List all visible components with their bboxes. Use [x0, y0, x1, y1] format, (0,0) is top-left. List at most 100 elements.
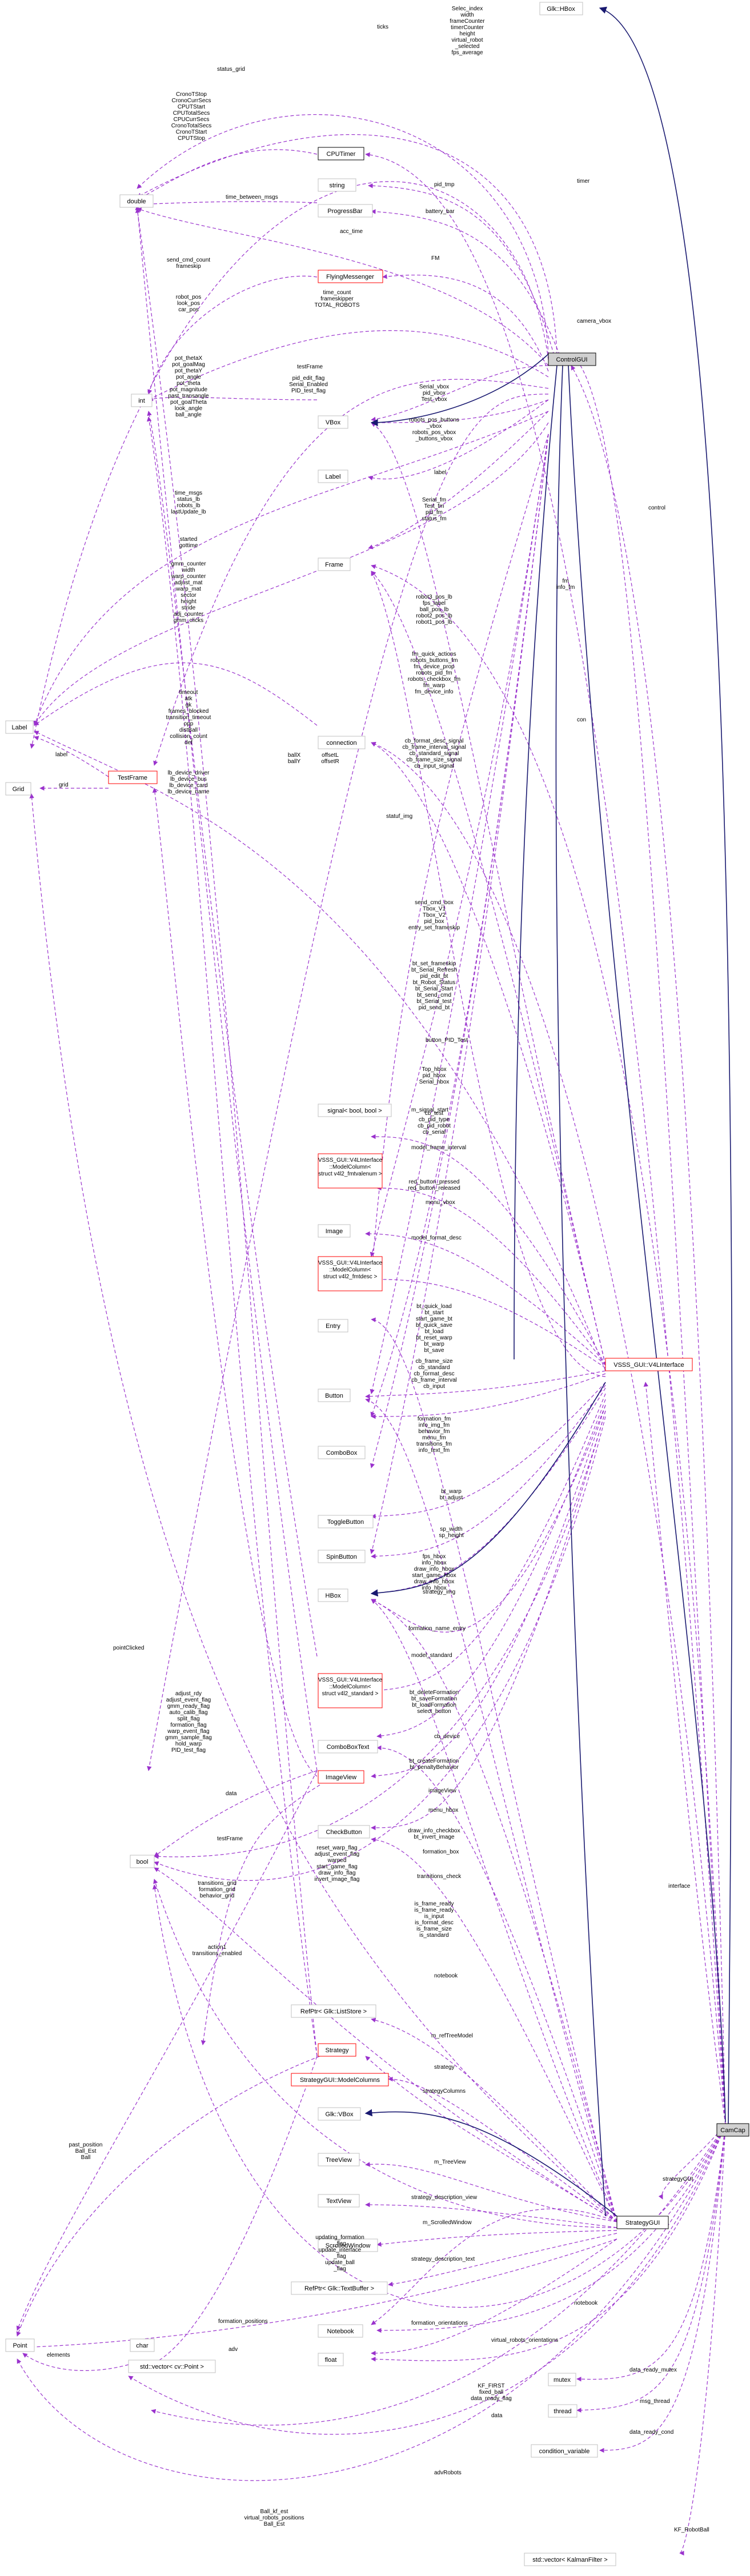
svg-text:int: int [138, 398, 145, 404]
node-refptr-textbuffer[interactable]: RefPtr< Glk::TextBuffer > [291, 2281, 388, 2295]
svg-text:connection: connection [326, 740, 356, 747]
label-status-grid: status_grid [217, 66, 245, 73]
label-formation-orient: formation_orientations [411, 2320, 468, 2326]
svg-text:TreeView: TreeView [326, 2157, 352, 2164]
node-bool[interactable]: bool [130, 1855, 155, 1868]
node-spinbutton[interactable]: SpinButton [318, 1550, 366, 1563]
edge-bt-create [376, 1745, 617, 2222]
label-m-scrolled: m_ScrolledWindow [423, 2220, 472, 2226]
node-connection[interactable]: connection [318, 736, 366, 749]
node-thread[interactable]: thread [548, 2404, 577, 2418]
edge-send-cmd [147, 275, 318, 395]
edge-robot-pos [148, 396, 318, 402]
node-signal[interactable]: signal< bool, bool > [318, 1104, 392, 1117]
node-point[interactable]: Point [5, 2338, 35, 2352]
edge-menu-vbox [371, 422, 606, 1366]
node-comboboxtext[interactable]: ComboBoxText [318, 1740, 378, 1754]
label-data-ready-cond: data_ready_cond [629, 2429, 673, 2435]
node-char[interactable]: char [130, 2338, 155, 2352]
label-testframe-a: testFrame [297, 364, 323, 370]
node-button[interactable]: Button [318, 1389, 351, 1402]
node-int[interactable]: int [131, 394, 153, 407]
edge-is-frame [154, 1416, 606, 1881]
edge-pid-edit [147, 394, 549, 1771]
node-vector-point[interactable]: std::vector< cv::Point > [128, 2360, 216, 2373]
svg-text:StrategyGUI: StrategyGUI [625, 2220, 660, 2226]
edge-transitions-check [371, 1837, 617, 2222]
svg-text:ControlGUI: ControlGUI [556, 356, 587, 363]
node-vsss-fmtdesc[interactable]: VSSS_GUI::V4LInterface::ModelColumn<stru… [318, 1256, 383, 1291]
node-entry[interactable]: Entry [318, 1319, 348, 1333]
svg-text:CPUTimer: CPUTimer [327, 151, 356, 158]
node-strategy-modelcolumns[interactable]: StrategyGUI::ModelColumns [291, 2073, 389, 2087]
node-checkbutton[interactable]: CheckButton [318, 1825, 370, 1839]
svg-text:bool: bool [137, 1859, 149, 1865]
edge-pid-tmp [368, 183, 555, 356]
node-hbox[interactable]: HBox [318, 1588, 348, 1602]
edge-ballx [135, 205, 318, 1771]
node-togglebutton[interactable]: ToggleButton [318, 1515, 374, 1528]
node-combobox[interactable]: ComboBox [318, 1446, 366, 1459]
node-cputimer[interactable]: CPUTimer [318, 147, 364, 161]
svg-text:RefPtr< Glk::TextBuffer >: RefPtr< Glk::TextBuffer > [304, 2285, 374, 2292]
node-frame[interactable]: Frame [318, 557, 351, 571]
node-flyingmessenger[interactable]: FlyingMessenger [318, 270, 383, 283]
svg-text:ToggleButton: ToggleButton [327, 1519, 364, 1526]
label-strategy-desc-text: strategy_description_text [411, 2256, 475, 2262]
edge-offset [135, 208, 318, 2057]
label-cb-device: cb_device [434, 1734, 460, 1740]
node-glk-hbox[interactable]: Glk::HBox [539, 2, 583, 15]
node-vsss-standard[interactable]: VSSS_GUI::V4LInterface::ModelColumn<stru… [318, 1673, 383, 1708]
node-string[interactable]: string [318, 178, 356, 192]
node-imageview[interactable]: ImageView [318, 1770, 364, 1784]
node-treeview[interactable]: TreeView [318, 2153, 360, 2166]
node-grid[interactable]: Grid [5, 782, 31, 796]
node-refptr-liststore[interactable]: RefPtr< Glk::ListStore > [291, 2004, 376, 2018]
svg-text:Point: Point [13, 2342, 27, 2349]
node-label-gtk[interactable]: Label [318, 470, 348, 483]
node-v4linterface[interactable]: VSSS_GUI::V4LInterface [605, 1358, 693, 1371]
node-scrolledwindow[interactable]: ScrolledWindow [318, 2238, 378, 2252]
svg-text:CamCap: CamCap [720, 2127, 745, 2134]
svg-text:VSSS_GUI::V4LInterface::ModelC: VSSS_GUI::V4LInterface::ModelColumn<stru… [318, 1677, 383, 1697]
node-camcap[interactable]: CamCap [716, 2123, 749, 2137]
label-con: con [577, 717, 586, 723]
node-double[interactable]: double [119, 194, 154, 208]
svg-text:TestFrame: TestFrame [118, 775, 147, 781]
label-menu-vbox: menu_vbox [426, 1199, 455, 1206]
node-textview[interactable]: TextView [318, 2194, 360, 2208]
edge-labels: ticks status_grid timer pid_tmp time_bet… [47, 6, 709, 2533]
node-vsss-fmtvalenum[interactable]: VSSS_GUI::V4LInterface::ModelColumn<stru… [318, 1153, 383, 1189]
edge-cb-format [371, 742, 606, 1366]
node-testframe[interactable]: TestFrame [108, 771, 158, 784]
node-strategygui[interactable]: StrategyGUI [616, 2216, 669, 2229]
node-condition-variable[interactable]: condition_variable [531, 2444, 598, 2458]
edge-strategy-columns [388, 2076, 617, 2222]
node-notebook[interactable]: Notebook [318, 2324, 363, 2338]
svg-text:float: float [325, 2357, 337, 2364]
edge-interface [643, 1382, 726, 2125]
edge-bt-quick [365, 1370, 606, 1399]
svg-text:RefPtr< Glk::ListStore >: RefPtr< Glk::ListStore > [300, 2008, 367, 2015]
node-vbox[interactable]: VBox [318, 415, 348, 429]
label-control: control [648, 505, 665, 511]
node-label[interactable]: Label [5, 720, 34, 734]
edge-status-grid [30, 181, 549, 749]
edge-fps-hbox [371, 1387, 606, 1596]
node-strategy[interactable]: Strategy [318, 2043, 356, 2057]
edge-data2 [151, 2124, 726, 2426]
node-vector-kalman[interactable]: std::vector< KalmanFilter > [524, 2553, 616, 2566]
node-float[interactable]: float [318, 2353, 344, 2366]
node-mutex[interactable]: mutex [548, 2373, 576, 2386]
edge-testframe-b [152, 788, 318, 1777]
node-controlgui[interactable]: ControlGUI [548, 352, 596, 366]
node-glk-vbox[interactable]: Glk::VBox [318, 2107, 361, 2121]
node-image[interactable]: Image [318, 1224, 351, 1238]
edge-strategygui-to-glk-vbox [364, 2109, 617, 2217]
node-progressbar[interactable]: ProgressBar [318, 204, 373, 218]
